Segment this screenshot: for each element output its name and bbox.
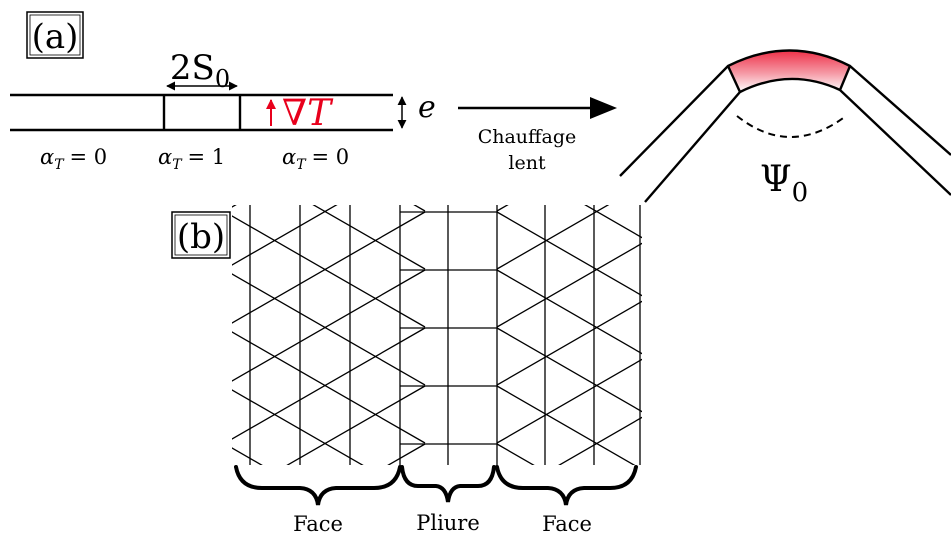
triangular-mesh	[232, 205, 642, 465]
panel-a: (a) 2S0 ∇T e αT= 0 αT= 1 αT= 0 Chauffage…	[10, 11, 951, 208]
face-left-label: Face	[293, 512, 343, 536]
brace-face-right	[495, 465, 638, 506]
process-arrowhead-icon	[590, 97, 617, 119]
process-label-line2: lent	[508, 152, 546, 174]
brace-face-left	[234, 465, 402, 506]
angle-label: Ψ0	[760, 159, 808, 208]
alpha-middle-label: αT= 1	[158, 145, 225, 173]
panel-b: (b) Face Pliure Face	[171, 205, 642, 536]
fold-label: Pliure	[416, 511, 480, 535]
process-label-line1: Chauffage	[478, 126, 577, 148]
alpha-right-label: αT= 0	[282, 145, 349, 173]
fold-angle-arc	[736, 115, 847, 138]
alpha-left-label: αT= 0	[40, 145, 107, 173]
flat-strip	[10, 93, 393, 132]
region-braces	[234, 465, 638, 506]
panel-a-label-box	[26, 11, 84, 59]
brace-fold	[400, 465, 496, 503]
width-label: 2S0	[170, 48, 230, 93]
thickness-label: e	[418, 90, 436, 125]
panel-a-label: (a)	[32, 17, 79, 57]
panel-b-label-box	[171, 211, 231, 259]
folded-strip: Ψ0	[619, 49, 951, 208]
panel-b-label: (b)	[177, 217, 225, 257]
face-right-label: Face	[542, 512, 592, 536]
gradient-label: ∇T	[282, 93, 334, 134]
